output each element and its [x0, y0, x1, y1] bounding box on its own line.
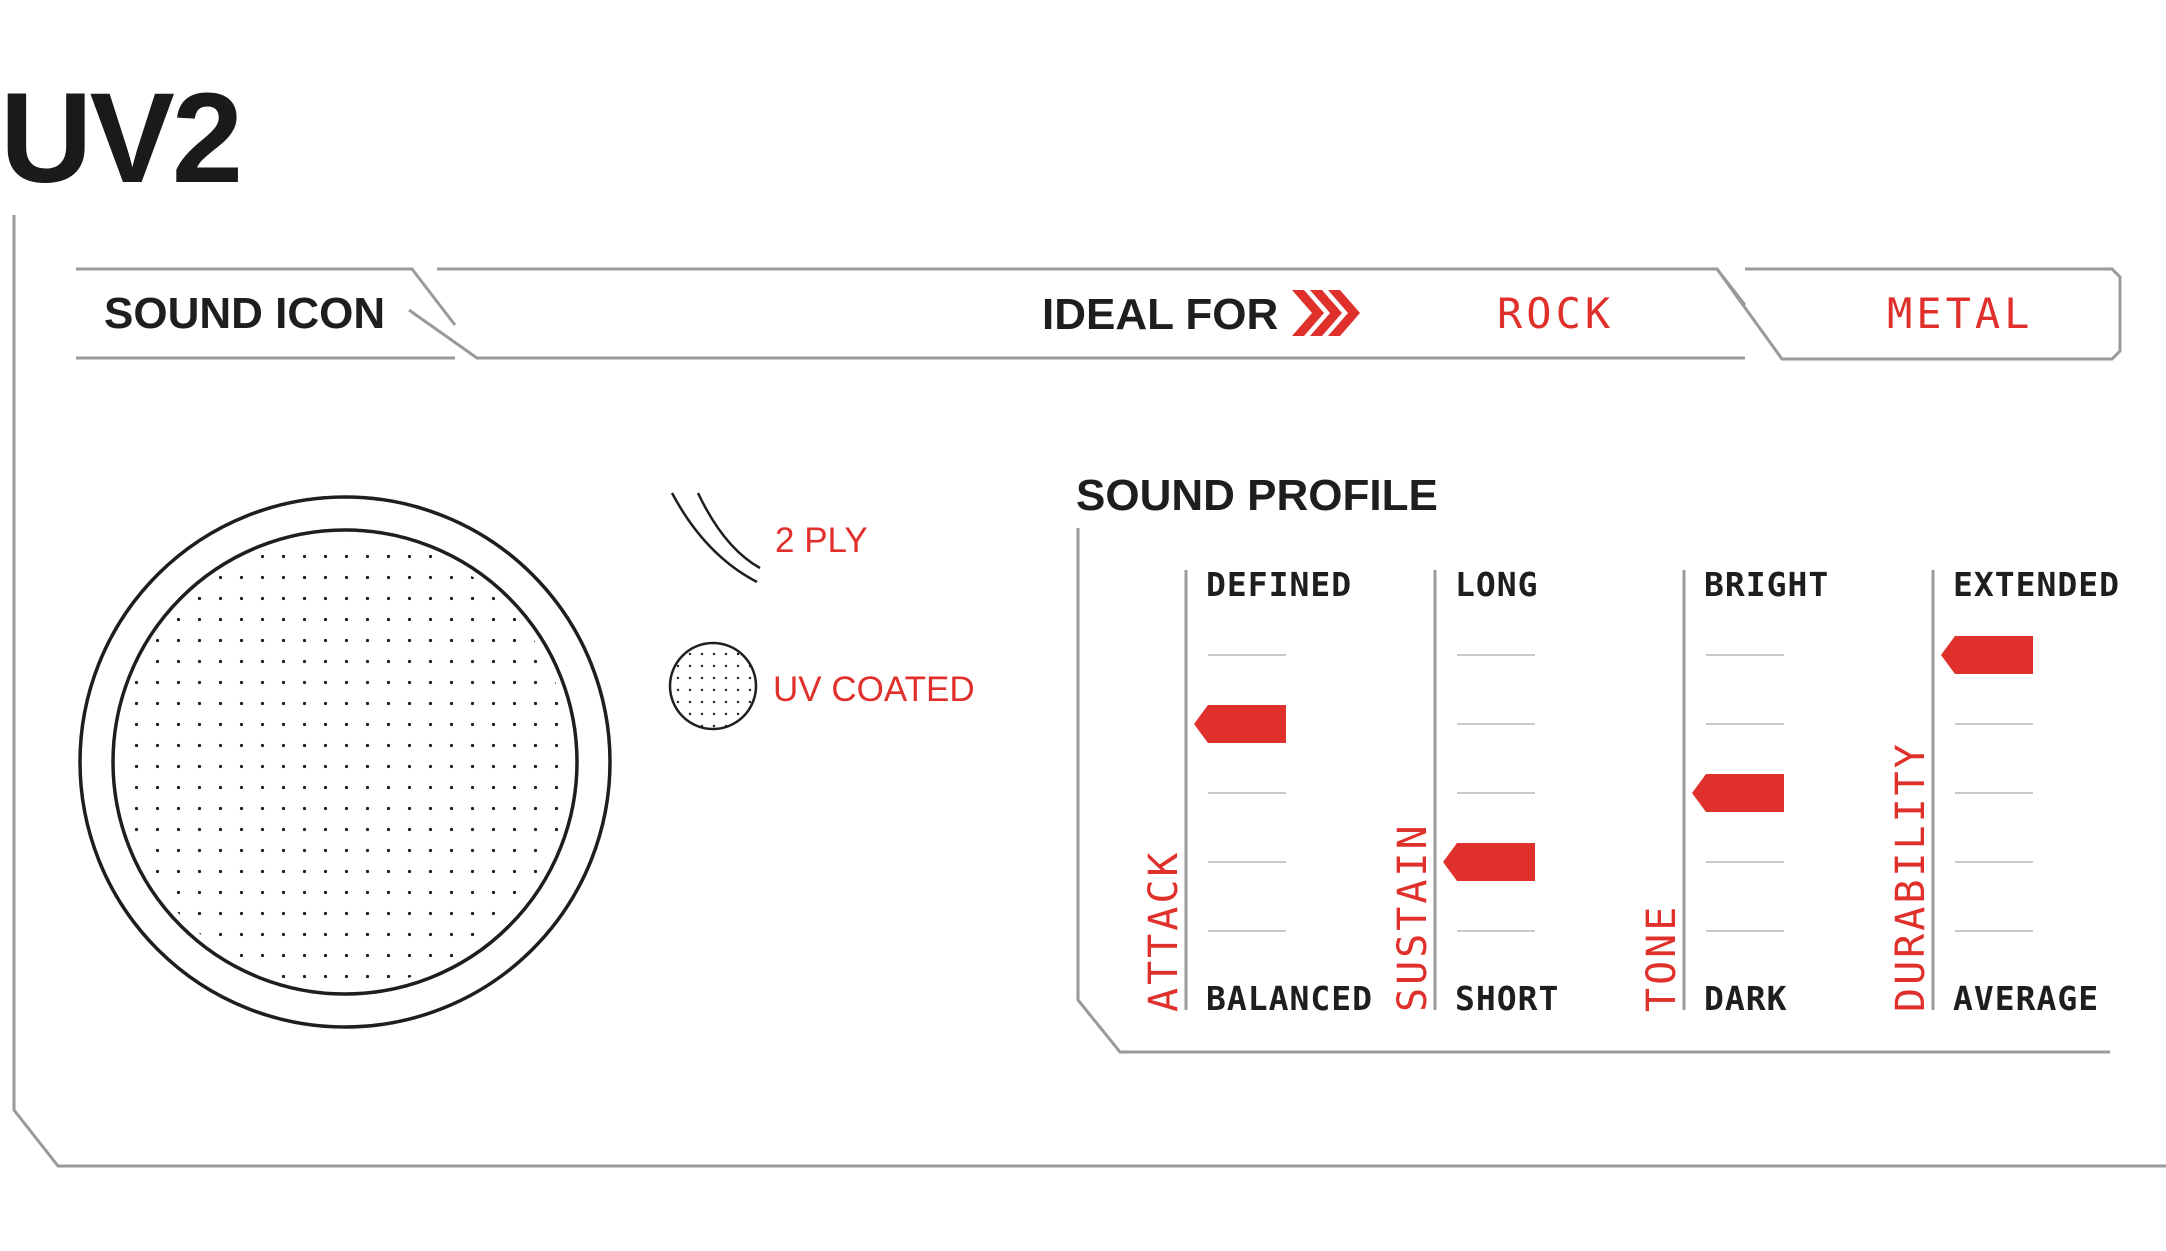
uv-coated-label: UV COATED [773, 670, 975, 709]
meter-top-label: EXTENDED [1953, 565, 2120, 604]
sound-profile-title: SOUND PROFILE [1076, 471, 1438, 520]
meter-marker-tone [1692, 774, 1784, 812]
metal-tab-border [1715, 267, 2122, 361]
meter-marker-durability [1941, 636, 2033, 674]
meter-axis-label-tone: TONE [1639, 903, 1685, 1012]
sound-profile-meters [1184, 570, 2033, 1010]
product-title: UV2 [0, 67, 243, 210]
meter-bottom-label: DARK [1704, 979, 1788, 1018]
sound-profile-frame [1076, 528, 2110, 1054]
meter-axis-label-attack: ATTACK [1141, 849, 1187, 1013]
uv-coated-dot-icon [668, 641, 758, 731]
ideal-for-label: IDEAL FOR [1042, 290, 1279, 339]
meter-top-label: DEFINED [1206, 565, 1353, 604]
drum-head-icon [78, 495, 612, 1029]
meter-top-label: LONG [1455, 565, 1539, 604]
meter-bottom-label: BALANCED [1206, 979, 1373, 1018]
meter-bottom-label: SHORT [1455, 979, 1560, 1018]
genre-rock: ROCK [1497, 289, 1615, 338]
chevron-arrows-icon [1292, 290, 1360, 336]
two-ply-arcs-icon [670, 492, 761, 584]
two-ply-label: 2 PLY [775, 521, 868, 560]
ideal-for-tab-bottom [408, 308, 1745, 360]
outer-panel-border [12, 215, 2166, 1168]
meter-marker-attack [1194, 705, 1286, 743]
meter-top-label: BRIGHT [1704, 565, 1830, 604]
sound-icon-label: SOUND ICON [104, 289, 386, 338]
meter-marker-sustain [1443, 843, 1535, 881]
meter-axis-label-sustain: SUSTAIN [1390, 822, 1436, 1012]
meter-axis-label-durability: DURABILITY [1888, 741, 1934, 1012]
meter-bottom-label: AVERAGE [1953, 979, 2100, 1018]
genre-metal: METAL [1887, 289, 2034, 338]
sound-icon-tab-top [76, 267, 457, 326]
